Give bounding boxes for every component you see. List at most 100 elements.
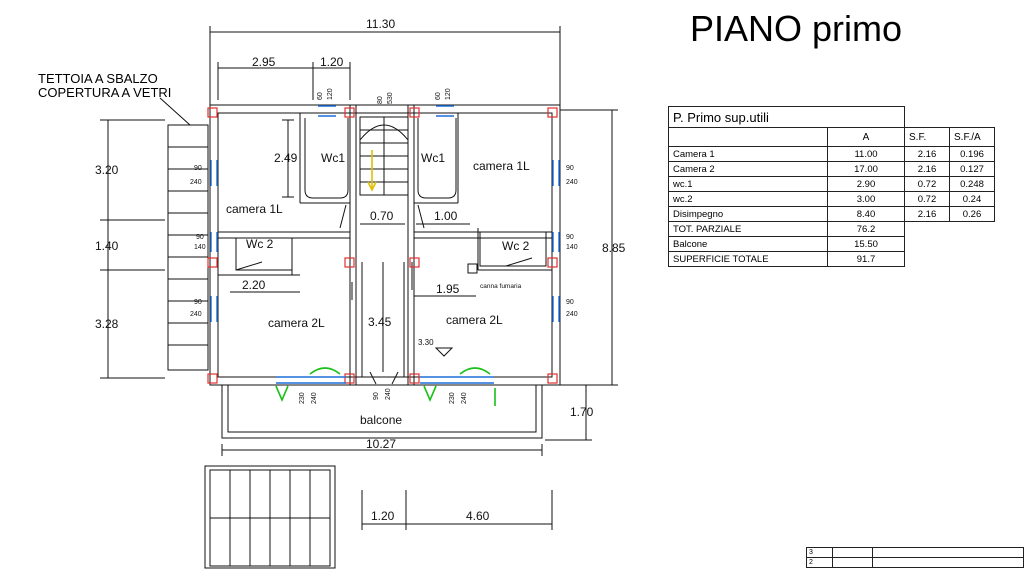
room-camera2l-right: camera 2L (446, 313, 503, 327)
dim-right-height: 8.85 (602, 241, 626, 255)
room-balcone: balcone (360, 413, 402, 427)
win-label: 240 (385, 388, 392, 400)
room-wc1-left: Wc1 (321, 151, 345, 165)
table-header-cell: S.F. (904, 127, 950, 147)
win-label: 240 (190, 179, 202, 186)
titleblock-row: 3 (805, 547, 1024, 558)
dim-corridor-right: 1.00 (434, 209, 458, 223)
dim-left-top: 3.20 (95, 163, 119, 177)
dim-balcony-width: 10.27 (366, 437, 396, 451)
table-cell: Camera 2 (668, 161, 828, 177)
win-label: 60 (435, 92, 442, 100)
table-cell: Disimpegno (668, 206, 828, 222)
table-cell: 91.7 (827, 251, 905, 267)
table-cell: 3.00 (827, 191, 905, 207)
table-row: wc.2 3.00 0.72 0.24 (668, 191, 995, 207)
room-camera1l-left: camera 1L (226, 202, 283, 216)
win-label: 90 (194, 165, 202, 172)
room-camera2l-left: camera 2L (268, 316, 325, 330)
table-row: Camera 1 11.00 2.16 0.196 (668, 146, 995, 162)
table-cell: 0.72 (904, 191, 950, 207)
win-label: 90 (373, 392, 380, 400)
table-cell: Camera 1 (668, 146, 828, 162)
table-cell: 0.24 (949, 191, 995, 207)
table-header: A S.F. S.F./A (668, 127, 995, 147)
room-camera1l-right: camera 1L (473, 159, 530, 173)
table-header-cell: A (827, 127, 905, 147)
dim-room-right-width: 1.95 (436, 282, 460, 296)
table-header-cell (668, 127, 828, 147)
table-cell: 2.16 (904, 206, 950, 222)
win-label: 240 (461, 392, 468, 404)
table-row: Disimpegno 8.40 2.16 0.26 (668, 206, 995, 222)
dim-wc-height: 2.49 (274, 151, 298, 165)
table-cell: 11.00 (827, 146, 905, 162)
dim-top-left: 2.95 (252, 55, 276, 69)
canopy-note-line: TETTOIA A SBALZO (38, 71, 158, 86)
win-label: 90 (566, 234, 574, 241)
win-label: 90 (566, 165, 574, 172)
dim-wc2-width: 2.20 (242, 278, 266, 292)
win-label: 90 (566, 299, 574, 306)
win-label: 80 (377, 96, 384, 104)
win-label: 230 (299, 392, 306, 404)
table-cell: 8.40 (827, 206, 905, 222)
table-cell: 0.127 (949, 161, 995, 177)
win-label: 530 (387, 92, 394, 104)
table-cell: TOT. PARZIALE (668, 221, 828, 237)
table-cell: 15.50 (827, 236, 905, 252)
table-row: Camera 2 17.00 2.16 0.127 (668, 161, 995, 177)
table-cell: 0.72 (904, 176, 950, 192)
win-label: 140 (194, 244, 206, 251)
win-label: 120 (445, 88, 452, 100)
table-cell: 2.90 (827, 176, 905, 192)
table-summary-row: TOT. PARZIALE 76.2 (668, 221, 995, 237)
dim-left-mid: 1.40 (95, 239, 119, 253)
table-cell: 17.00 (827, 161, 905, 177)
win-label: 240 (311, 392, 318, 404)
table-header-cell: S.F./A (949, 127, 995, 147)
table-cell: wc.1 (668, 176, 828, 192)
table-cell: Balcone (668, 236, 828, 252)
area-table: P. Primo sup.utili A S.F. S.F./A Camera … (668, 106, 995, 267)
dim-left-bottom: 3.28 (95, 317, 119, 331)
titleblock-cell: 3 (805, 547, 834, 558)
dim-balcony-depth: 1.70 (570, 405, 594, 419)
win-label: 60 (317, 92, 324, 100)
canopy-note-line: COPERTURA A VETRI (38, 85, 172, 100)
room-wc2-right: Wc 2 (502, 239, 530, 253)
win-label: 230 (449, 392, 456, 404)
dim-corridor-left: 0.70 (370, 209, 394, 223)
titleblock-row: 2 (805, 557, 1024, 568)
label-canna-fumaria: canna fumaria (480, 283, 522, 290)
dim-corridor-height: 3.45 (368, 315, 392, 329)
level-mark: 3.30 (418, 338, 434, 347)
win-label: 240 (566, 311, 578, 318)
table-title: P. Primo sup.utili (668, 106, 905, 128)
drawing-title-block: 3 2 (805, 547, 1024, 568)
table-summary-row: Balcone 15.50 (668, 236, 995, 252)
page-title: PIANO primo (690, 8, 903, 49)
titleblock-cell: 2 (805, 557, 834, 568)
dim-bottom-a: 1.20 (371, 509, 395, 523)
table-row: wc.1 2.90 0.72 0.248 (668, 176, 995, 192)
win-label: 90 (194, 299, 202, 306)
win-label: 140 (566, 244, 578, 251)
table-cell: 0.196 (949, 146, 995, 162)
win-label: 240 (566, 179, 578, 186)
room-wc2-left: Wc 2 (246, 237, 274, 251)
table-cell: 2.16 (904, 146, 950, 162)
table-cell: 0.248 (949, 176, 995, 192)
table-cell: wc.2 (668, 191, 828, 207)
canopy-note: TETTOIA A SBALZO COPERTURA A VETRI (38, 72, 171, 100)
win-label: 90 (196, 234, 204, 241)
table-cell: 76.2 (827, 221, 905, 237)
table-cell: 2.16 (904, 161, 950, 177)
room-wc1-right: Wc1 (421, 151, 445, 165)
win-label: 120 (327, 88, 334, 100)
dim-total-width: 11.30 (366, 17, 395, 31)
dim-top-mid: 1.20 (320, 55, 344, 69)
win-label: 240 (190, 311, 202, 318)
table-cell: 0.26 (949, 206, 995, 222)
